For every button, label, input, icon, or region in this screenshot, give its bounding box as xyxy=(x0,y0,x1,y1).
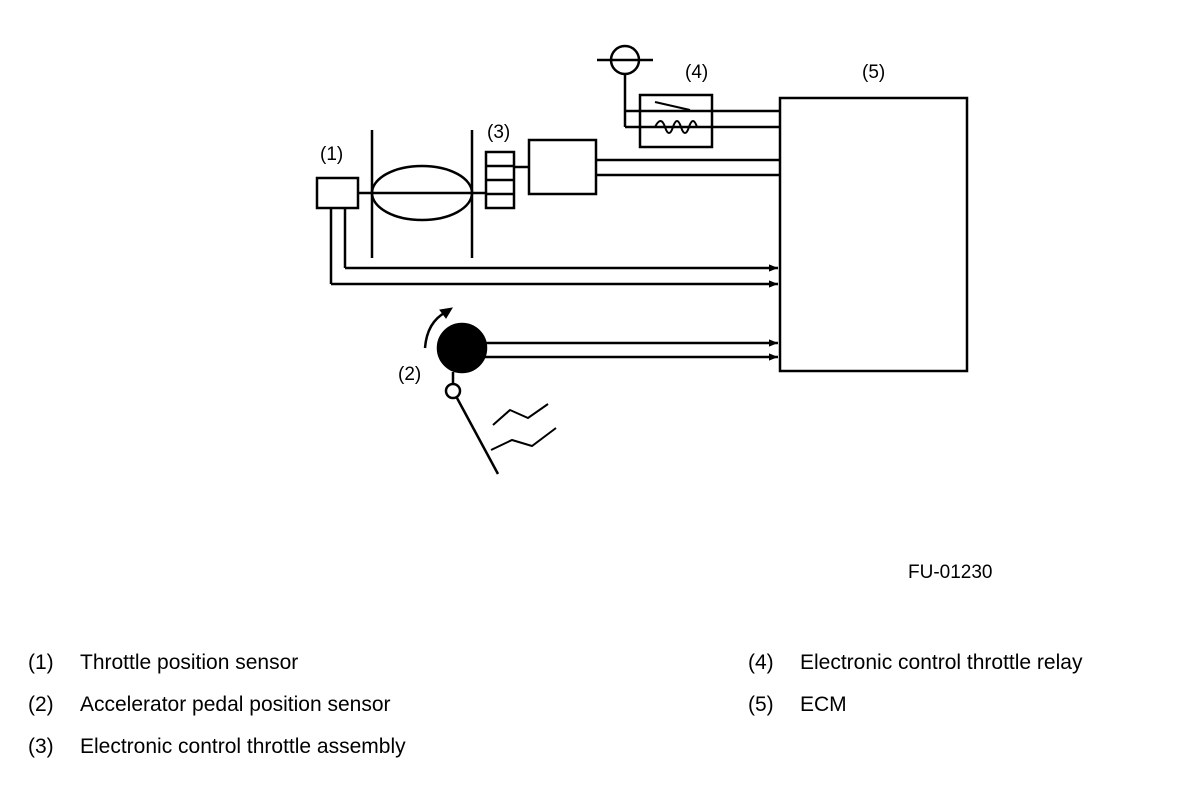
callout-2: (2) xyxy=(398,364,421,385)
callout-3: (3) xyxy=(487,122,510,143)
ecm-box xyxy=(778,96,969,373)
relay-coil xyxy=(654,120,698,134)
foot-icon xyxy=(490,403,557,451)
relay-switch xyxy=(654,101,691,111)
legend-label: Electronic control throttle relay xyxy=(800,651,1083,674)
throttle-assembly xyxy=(358,130,780,258)
legend-num: (1) xyxy=(28,651,54,674)
power-symbol xyxy=(597,44,780,129)
legend-num: (3) xyxy=(28,735,54,758)
accelerator-pedal-sensor xyxy=(423,307,778,475)
relay-box xyxy=(638,93,714,149)
callout-1: (1) xyxy=(320,144,343,165)
pedal-arm xyxy=(455,397,500,475)
callout-4: (4) xyxy=(685,62,708,83)
legend-label: Throttle position sensor xyxy=(80,651,299,674)
legend-label: ECM xyxy=(800,693,847,716)
throttle-position-sensor xyxy=(315,176,778,288)
wiring-diagram: (1) (3) (4) (5) (2) FU-01230 xyxy=(315,44,993,583)
legend-num: (4) xyxy=(748,651,774,674)
callout-5: (5) xyxy=(862,62,885,83)
legend-label: Electronic control throttle assembly xyxy=(80,735,406,758)
throttle-motor xyxy=(527,138,598,196)
legend-label: Accelerator pedal position sensor xyxy=(80,693,391,716)
legend-num: (5) xyxy=(748,693,774,716)
legend-num: (2) xyxy=(28,693,54,716)
figure-id: FU-01230 xyxy=(908,562,993,583)
